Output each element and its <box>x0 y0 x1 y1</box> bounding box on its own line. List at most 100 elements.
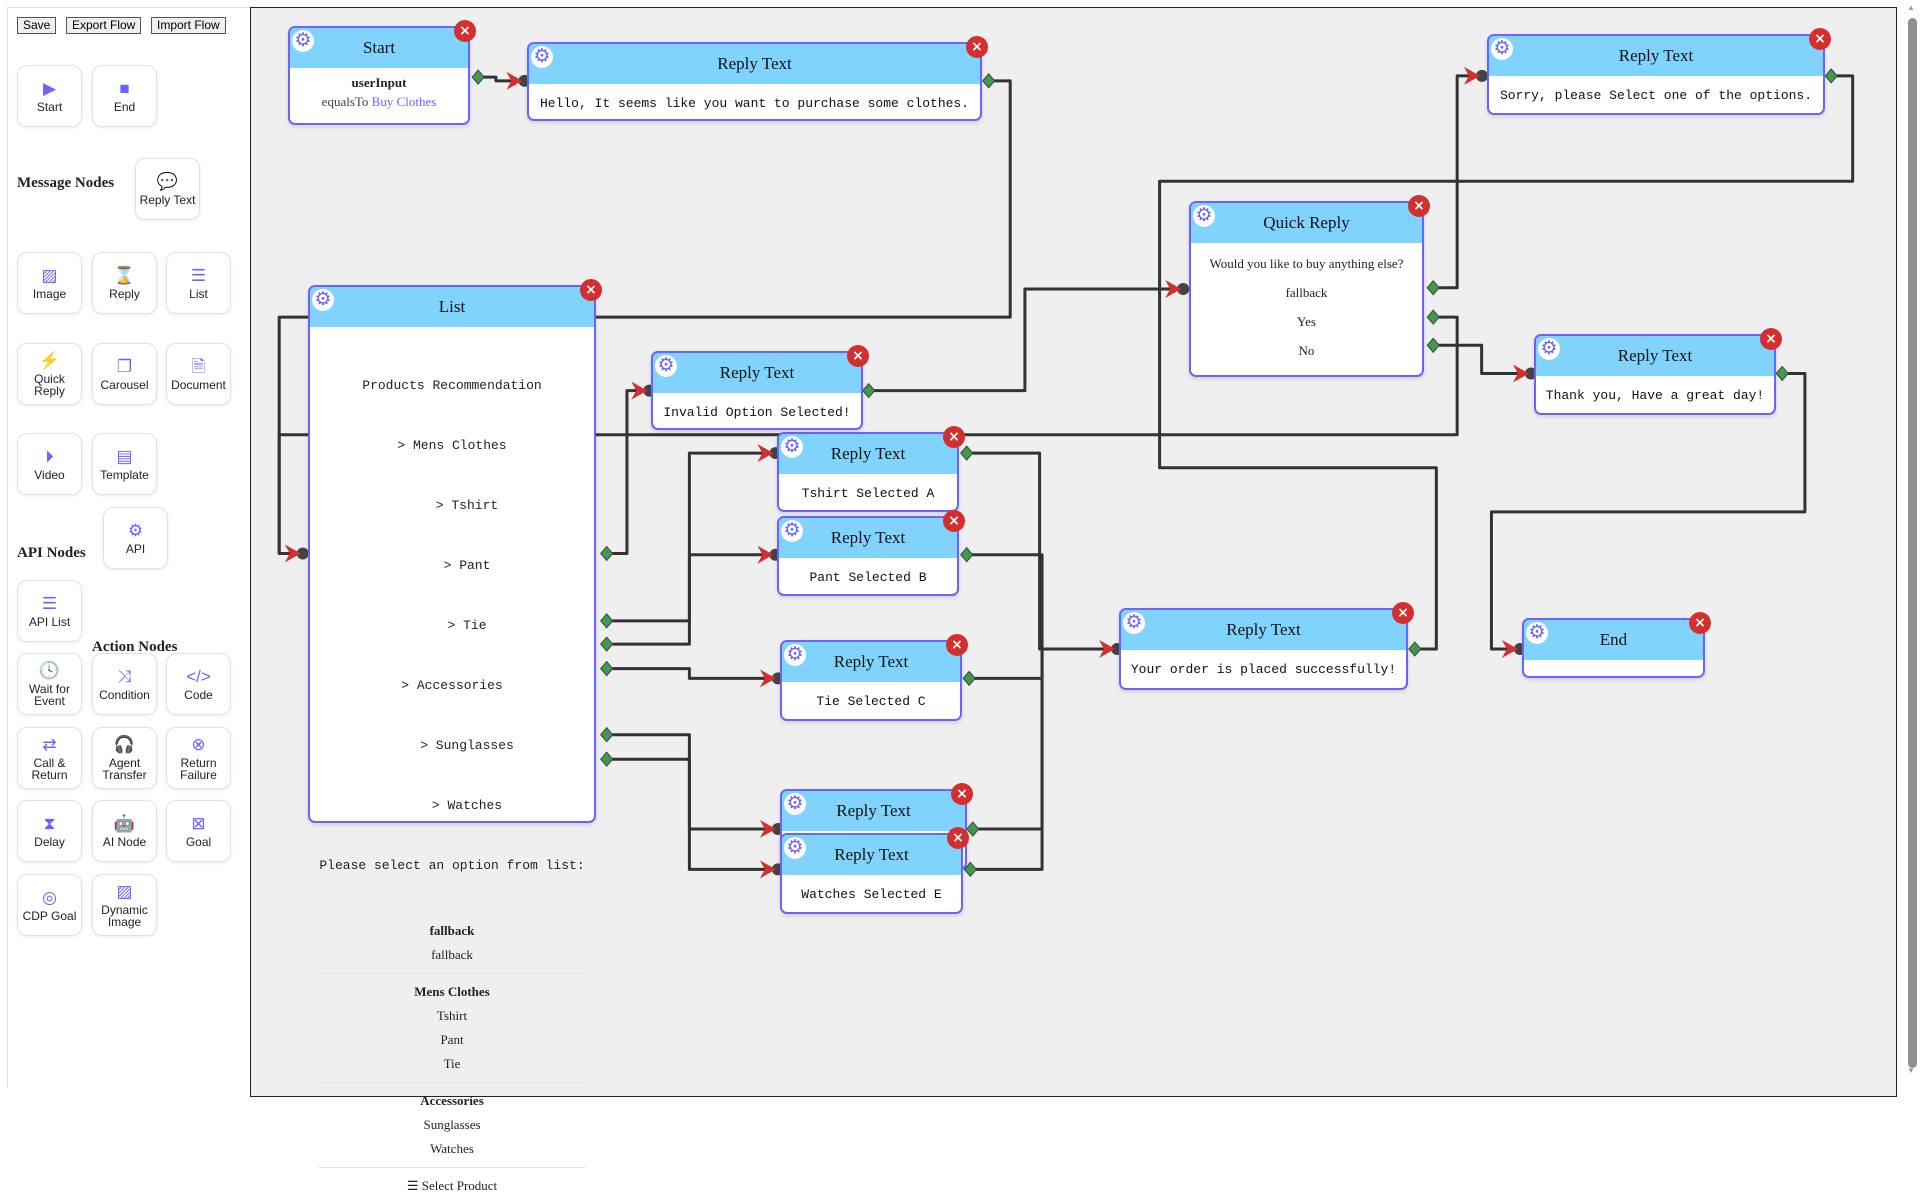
palette-dynamic-image[interactable]: ▨Dynamic Image <box>92 874 157 936</box>
list-body-line: > Mens Clothes <box>397 438 507 453</box>
close-icon[interactable]: × <box>454 20 476 42</box>
palette-reply-text[interactable]: 💬Reply Text <box>135 158 200 220</box>
palette-label: Start <box>36 99 63 114</box>
save-button[interactable]: Save <box>17 17 57 34</box>
reply-text-node-tie[interactable]: Reply Text Tie Selected C ⚙× <box>780 634 968 721</box>
close-icon[interactable]: × <box>1392 602 1414 624</box>
document-icon: 🗎 <box>191 356 206 376</box>
scrollbar-thumb[interactable] <box>1908 18 1917 1068</box>
image-icon: ▨ <box>116 881 133 901</box>
node-message: Hello, It seems like you want to purchas… <box>539 96 970 111</box>
palette-end[interactable]: ■End <box>92 65 157 127</box>
gear-icon[interactable]: ⚙ <box>781 520 803 542</box>
node-palette-sidebar <box>7 7 250 1087</box>
node-title: List <box>310 287 594 327</box>
palette-cdp-goal[interactable]: ◎CDP Goal <box>17 874 82 936</box>
palette-label: AI Node <box>102 834 147 849</box>
palette-wait-for-event[interactable]: 🕓Wait for Event <box>17 653 82 715</box>
palette-carousel[interactable]: ❐Carousel <box>92 343 157 405</box>
reply-text-node-order-placed[interactable]: Reply Text Your order is placed successf… <box>1119 602 1414 690</box>
palette-template[interactable]: ▤Template <box>92 433 157 495</box>
palette-api-list[interactable]: ☰API List <box>17 580 82 642</box>
palette-reply[interactable]: ⌛Reply <box>92 252 157 314</box>
gear-icon[interactable]: ⚙ <box>1123 612 1145 634</box>
palette-list[interactable]: ☰List <box>166 252 231 314</box>
palette-video[interactable]: ⏵Video <box>17 433 82 495</box>
palette-document[interactable]: 🗎Document <box>166 343 231 405</box>
close-icon[interactable]: × <box>943 426 965 448</box>
close-icon[interactable]: × <box>943 510 965 532</box>
export-flow-button[interactable]: Export Flow <box>66 17 142 34</box>
end-node[interactable]: End ⚙× <box>1522 612 1711 678</box>
list-section-title: Mens Clothes <box>414 984 490 999</box>
close-icon[interactable]: × <box>951 783 973 805</box>
palette-label: Carousel <box>100 377 149 392</box>
list-icon: ☰ <box>190 265 207 285</box>
node-message: Invalid Option Selected! <box>663 405 851 420</box>
gear-icon[interactable]: ⚙ <box>531 46 553 68</box>
close-icon[interactable]: × <box>1689 612 1711 634</box>
reply-text-node-sunglasses[interactable]: Reply Text ⚙× <box>780 783 973 870</box>
reply-text-node-sorry[interactable]: Reply Text Sorry, please Select one of t… <box>1487 28 1831 115</box>
reply-text-node-watches[interactable]: Reply Text Watches Selected E ⚙× <box>780 827 969 914</box>
palette-label: Image <box>32 286 67 301</box>
gear-icon[interactable]: ⚙ <box>292 30 314 52</box>
node-title: Reply Text <box>779 518 957 558</box>
node-title: Reply Text <box>529 44 980 84</box>
reply-text-node-thanks[interactable]: Reply Text Thank you, Have a great day! … <box>1534 328 1782 415</box>
palette-api[interactable]: ⚙API <box>103 507 168 569</box>
list-item: Sunglasses <box>423 1117 481 1132</box>
close-icon[interactable]: × <box>1760 328 1782 350</box>
reply-text-node-pant[interactable]: Reply Text Pant Selected B ⚙ × <box>777 510 965 596</box>
quick-reply-node[interactable]: Quick Reply Would you like to buy anythi… <box>1189 195 1430 377</box>
clock-icon: 🕓 <box>38 660 61 680</box>
palette-call-return[interactable]: ⇄Call & Return <box>17 727 82 789</box>
gear-icon[interactable]: ⚙ <box>312 289 334 311</box>
start-node[interactable]: Start userInput equalsTo Buy Clothes ⚙× <box>288 20 476 125</box>
node-message: Pant Selected B <box>809 570 927 585</box>
close-icon[interactable]: × <box>1809 28 1831 50</box>
gear-icon[interactable]: ⚙ <box>1526 622 1548 644</box>
gear-icon[interactable]: ⚙ <box>784 644 806 666</box>
list-node[interactable]: List Products Recommendation > Mens Clot… <box>308 279 602 1193</box>
reply-text-node-tshirt[interactable]: Reply Text Tshirt Selected A ⚙× <box>777 426 965 512</box>
palette-condition[interactable]: ⤨Condition <box>92 653 157 715</box>
fallback-option: fallback <box>431 947 473 962</box>
close-icon[interactable]: × <box>847 345 869 367</box>
palette-quick-reply[interactable]: ⚡Quick Reply <box>17 343 82 405</box>
gear-icon[interactable]: ⚙ <box>1193 205 1215 227</box>
import-flow-button[interactable]: Import Flow <box>151 17 226 34</box>
list-button-label: Select Product <box>421 1178 498 1193</box>
list-body-line: > Tshirt <box>435 498 499 513</box>
video-play-icon: ⏵ <box>45 446 54 466</box>
close-icon[interactable]: × <box>1408 195 1430 217</box>
gear-icon[interactable]: ⚙ <box>655 355 677 377</box>
palette-return-failure[interactable]: ⊗Return Failure <box>166 727 231 789</box>
palette-image[interactable]: ▨Image <box>17 252 82 314</box>
palette-delay[interactable]: ⧗Delay <box>17 800 82 862</box>
gear-icon[interactable]: ⚙ <box>784 793 806 815</box>
gear-icon[interactable]: ⚙ <box>1491 38 1513 60</box>
list-body-line: Products Recommendation <box>362 378 542 393</box>
palette-code[interactable]: </>Code <box>166 653 231 715</box>
gear-icon[interactable]: ⚙ <box>784 837 806 859</box>
list-body-line: > Watches <box>431 798 503 813</box>
close-icon[interactable]: × <box>966 36 988 58</box>
palette-goal[interactable]: ⊠Goal <box>166 800 231 862</box>
list-body-line: > Pant <box>443 558 491 573</box>
close-icon[interactable]: × <box>946 634 968 656</box>
scroll-down-icon[interactable]: ▼ <box>1907 1066 1915 1075</box>
gear-icon[interactable]: ⚙ <box>781 436 803 458</box>
palette-label: Agent Transfer <box>102 755 147 782</box>
reply-text-node-invalid[interactable]: Reply Text Invalid Option Selected! ⚙× <box>651 345 869 430</box>
palette-start[interactable]: ▶Start <box>17 65 82 127</box>
vertical-scrollbar[interactable]: ▲▼ <box>1903 0 1920 1080</box>
reply-text-node-greeting[interactable]: Reply Text Hello, It seems like you want… <box>527 36 988 121</box>
palette-ai-node[interactable]: 🤖AI Node <box>92 800 157 862</box>
palette-agent-transfer[interactable]: 🎧Agent Transfer <box>92 727 157 789</box>
scroll-up-icon[interactable]: ▲ <box>1907 3 1915 12</box>
gear-icon[interactable]: ⚙ <box>1538 338 1560 360</box>
close-icon[interactable]: × <box>580 279 602 301</box>
list-button[interactable]: ☰ Select Product <box>310 1174 594 1198</box>
close-icon[interactable]: × <box>947 827 969 849</box>
